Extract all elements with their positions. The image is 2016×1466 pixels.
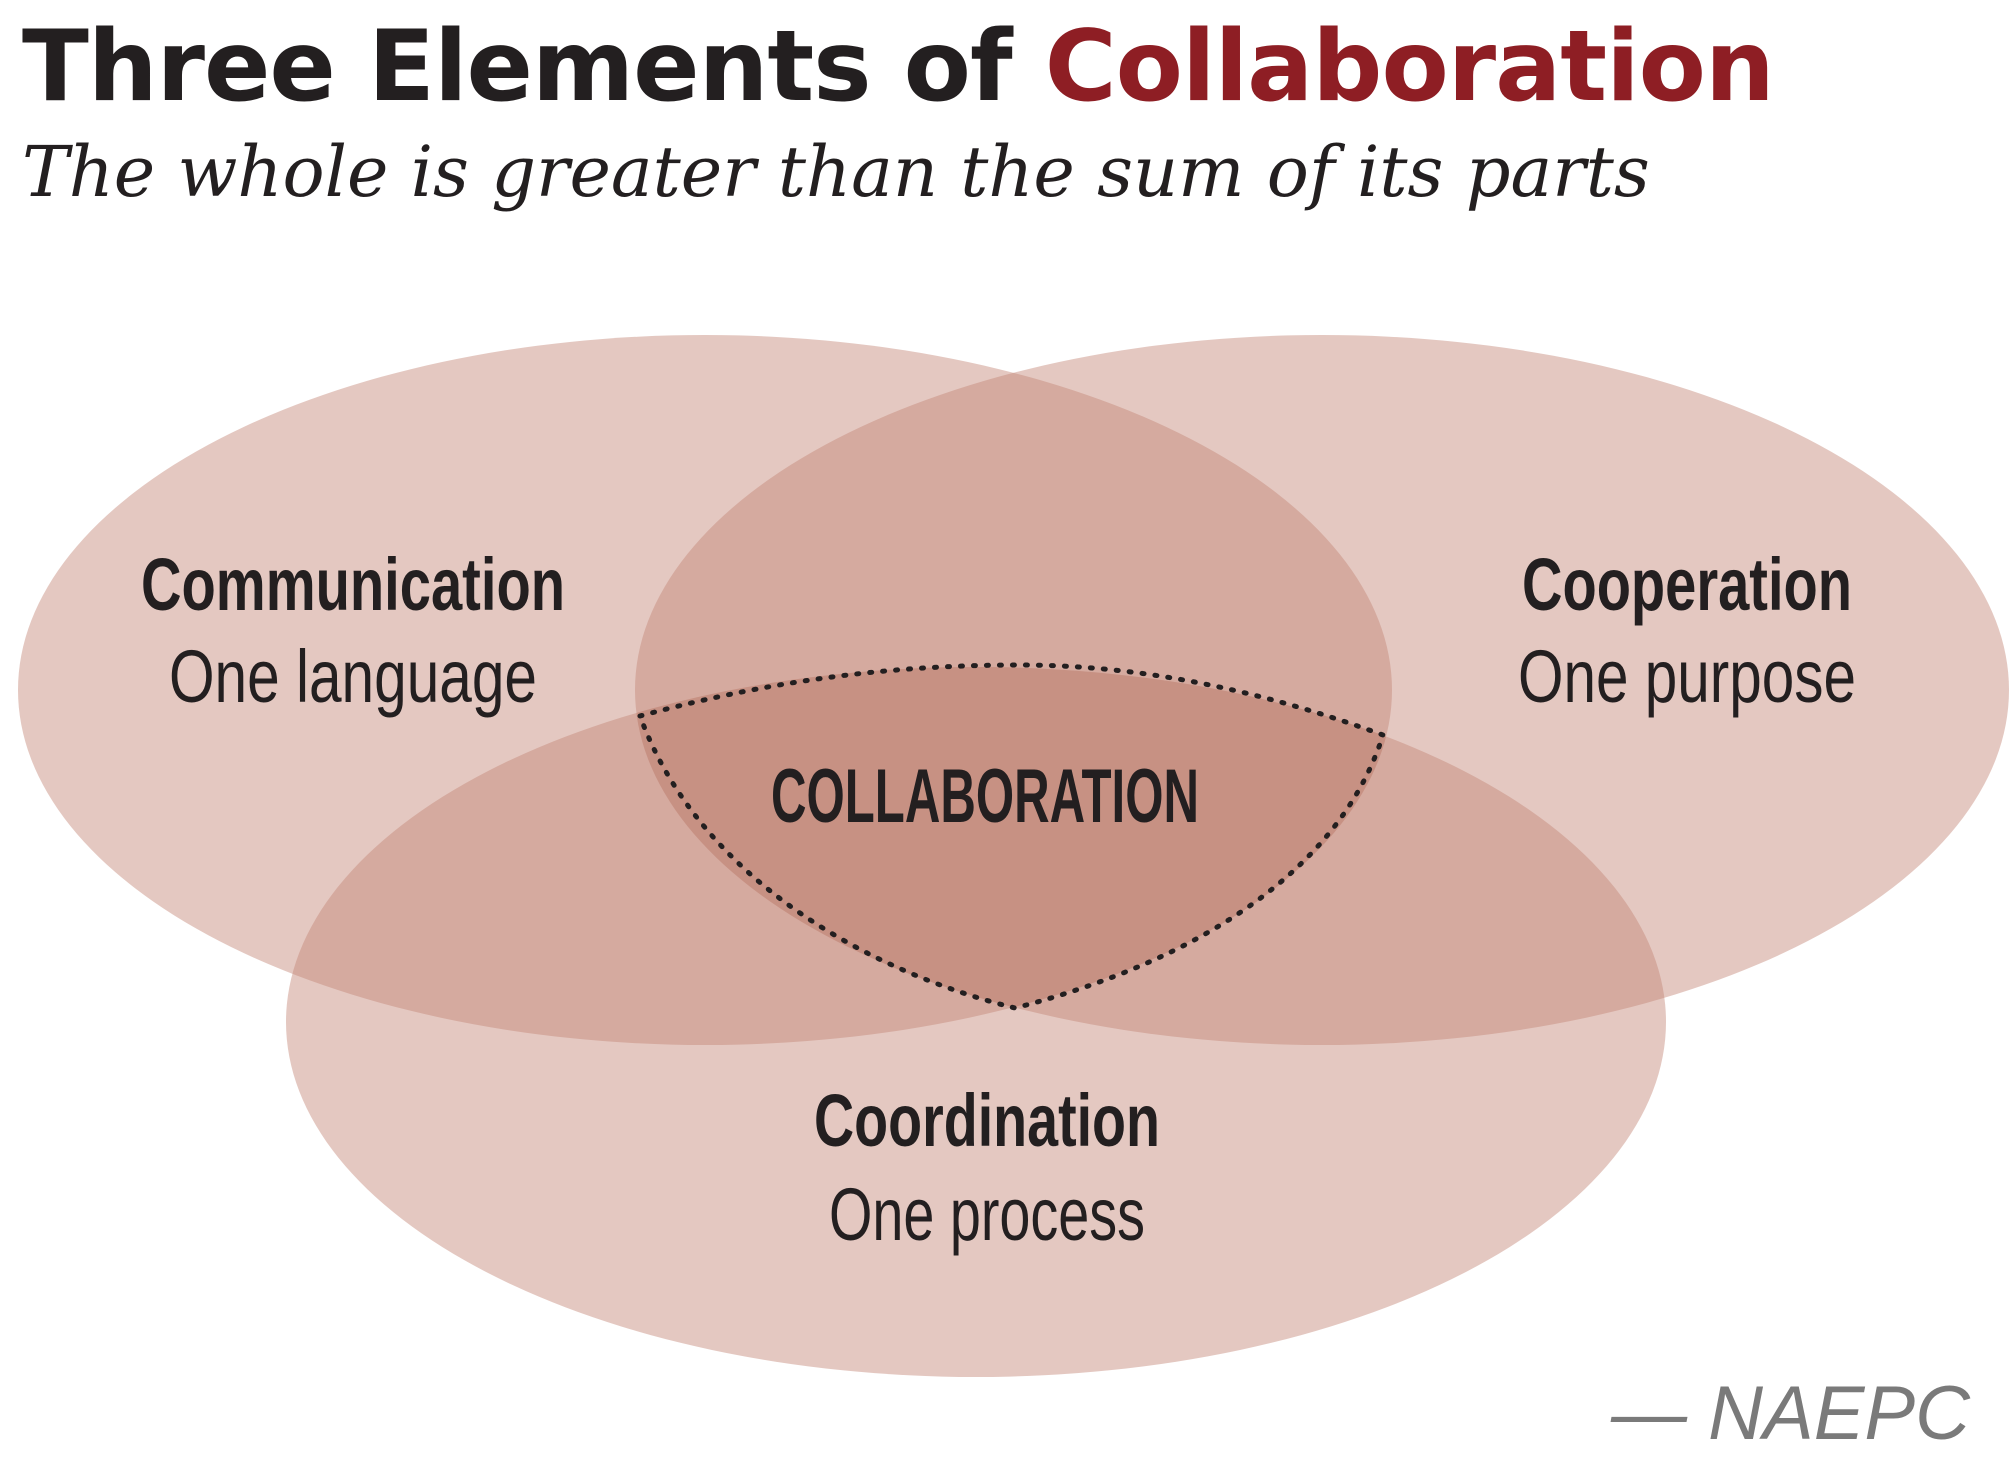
title-main: Three Elements of [22, 10, 1013, 124]
communication-detail: One language [169, 635, 537, 718]
cooperation-label: Cooperation [1522, 543, 1852, 626]
communication-label: Communication [141, 543, 565, 626]
collaboration-dotted-outline [636, 662, 1387, 1011]
source-credit: — NAEPC [1611, 1371, 1970, 1456]
coordination-label: Coordination [814, 1079, 1160, 1162]
subtitle: The whole is greater than the sum of its… [22, 131, 1650, 213]
collaboration-label: COLLABORATION [771, 754, 1199, 839]
coordination-detail: One process [829, 1173, 1145, 1256]
title-accent: Collaboration [1044, 10, 1775, 124]
page-title: Three Elements of Collaboration [22, 13, 1775, 122]
cooperation-detail: One purpose [1518, 635, 1856, 718]
